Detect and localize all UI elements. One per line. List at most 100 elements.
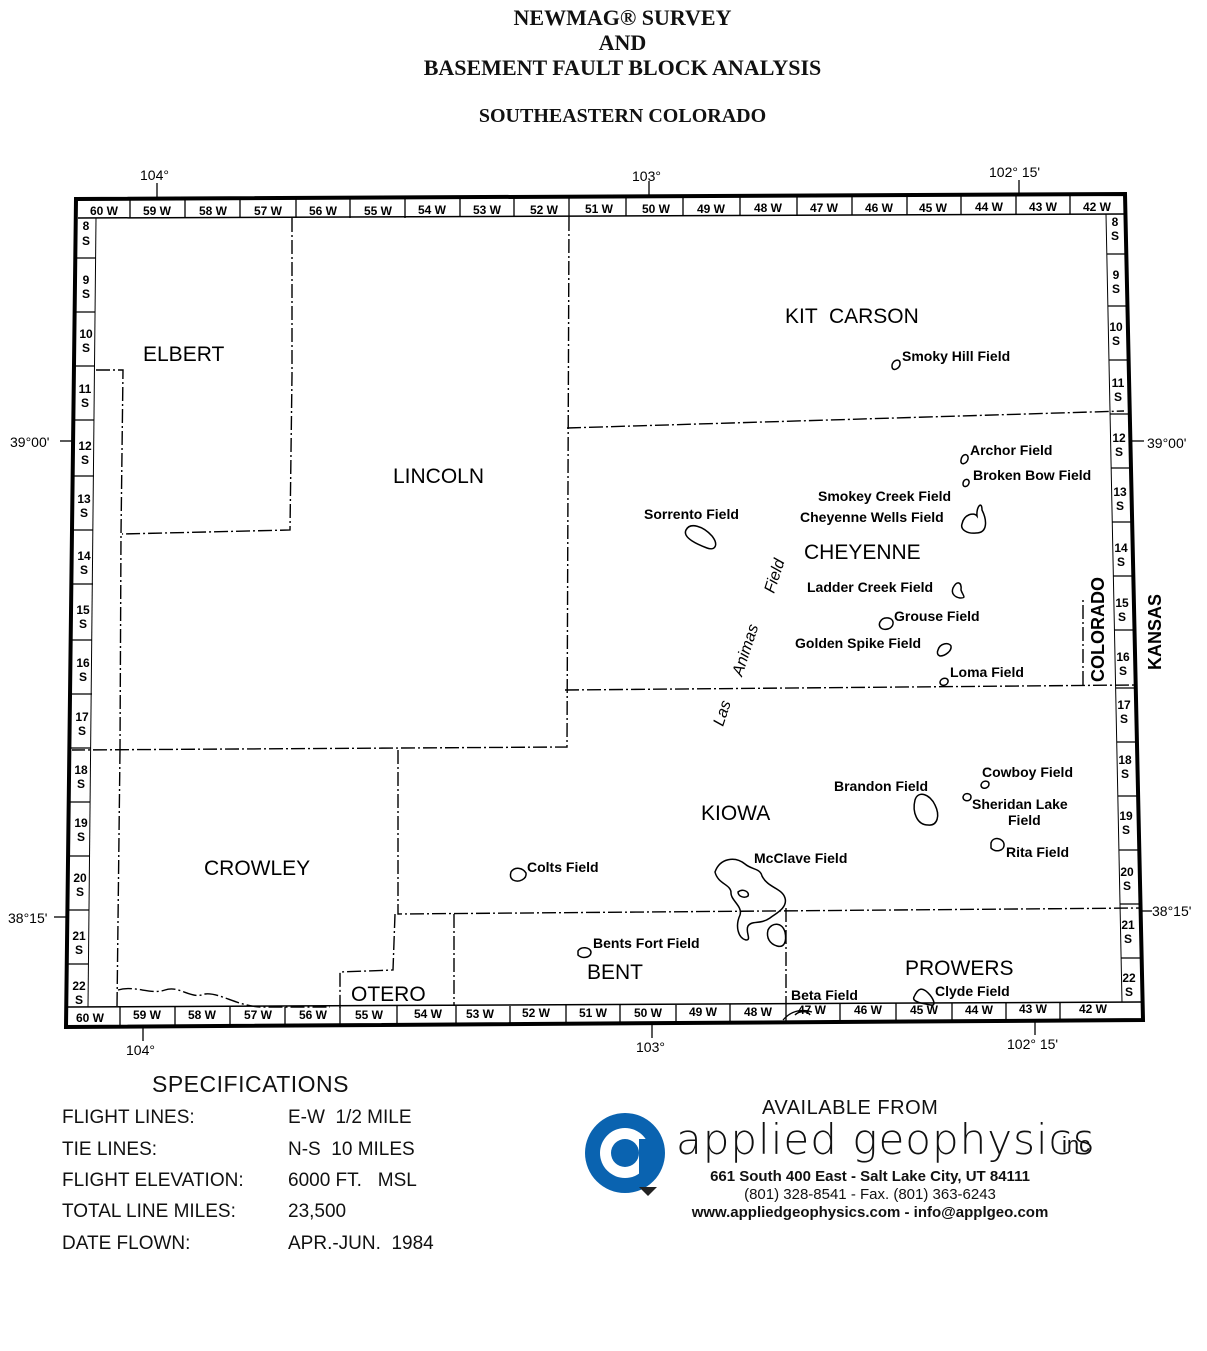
field-label-ladder-creek: Ladder Creek Field: [807, 579, 933, 595]
top-range-label: 55 W: [364, 204, 393, 218]
latitude-label-39-right: 39°00': [1147, 435, 1186, 451]
township-number: 16: [1116, 650, 1130, 664]
township-number: 19: [74, 816, 88, 830]
township-suffix: S: [1112, 334, 1120, 348]
latitude-label-38-15-left: 38°15': [8, 910, 47, 926]
spec-value-tie-lines: N-S 10 MILES: [288, 1139, 415, 1160]
field-outline-brandon: [913, 793, 939, 826]
top-range-label: 44 W: [975, 200, 1004, 214]
township-suffix: S: [1120, 712, 1128, 726]
township-suffix: S: [81, 453, 89, 467]
township-number: 20: [1120, 865, 1134, 879]
bottom-range-label: 59 W: [133, 1008, 162, 1022]
map-subtitle: SOUTHEASTERN COLORADO: [478, 105, 767, 127]
top-range-label: 47 W: [810, 201, 839, 215]
top-range-label: 48 W: [754, 201, 783, 215]
spec-label-total-line-miles: TOTAL LINE MILES:: [62, 1201, 236, 1222]
vendor-web: www.appliedgeophysics.com - info@applgeo…: [691, 1204, 1049, 1221]
township-number: 17: [1117, 698, 1131, 712]
township-number: 15: [1115, 596, 1129, 610]
field-label-broken-bow: Broken Bow Field: [973, 467, 1091, 483]
top-range-label: 58 W: [199, 204, 228, 218]
crowley-west-boundary: [116, 749, 121, 1008]
field-label-cowboy: Cowboy Field: [982, 764, 1073, 780]
township-number: 8: [83, 219, 90, 233]
township-number: 16: [76, 656, 90, 670]
state-labels: COLORADO KANSAS: [1088, 577, 1165, 682]
top-range-label: 50 W: [642, 202, 671, 216]
county-labels: ELBERT LINCOLN KIT CARSON CHEYENNE KIOWA…: [143, 305, 1014, 1006]
right-township-strip-line: [1105, 213, 1123, 1003]
township-suffix: S: [1114, 390, 1122, 404]
township-suffix: S: [1125, 985, 1133, 999]
field-outline-mcclave: [714, 858, 787, 941]
field-outline-mcclave-south: [766, 923, 787, 948]
top-range-label: 49 W: [697, 202, 726, 216]
map-title-line1: NEWMAG® SURVEY: [513, 5, 732, 30]
field-outline-sorrento: [684, 525, 717, 550]
spec-value-flight-elevation: 6000 FT. MSL: [288, 1170, 417, 1191]
county-kit-carson: KIT CARSON: [785, 305, 919, 328]
spec-label-flight-lines: FLIGHT LINES:: [62, 1107, 195, 1128]
bottom-range-label: 51 W: [579, 1006, 608, 1020]
field-outline-cheyenne-wells: [960, 504, 987, 534]
township-number: 15: [76, 603, 90, 617]
field-outline-rita: [990, 837, 1005, 852]
boundary-curl: [782, 1009, 813, 1021]
bottom-range-label: 47 W: [798, 1003, 827, 1017]
township-number: 22: [1122, 971, 1136, 985]
longitude-label-104-bottom: 104°: [126, 1042, 155, 1058]
township-suffix: S: [1115, 445, 1123, 459]
field-label-cheyenne-wells: Cheyenne Wells Field: [800, 509, 944, 525]
las-animas-word3: Field: [762, 556, 789, 595]
township-suffix: S: [77, 777, 85, 791]
township-suffix: S: [1119, 664, 1127, 678]
township-suffix: S: [80, 506, 88, 520]
field-outline-golden-spike: [936, 642, 952, 657]
county-lincoln: LINCOLN: [393, 465, 484, 488]
left-township-ticks: [68, 257, 96, 965]
township-number: 8: [1112, 215, 1119, 229]
spec-label-tie-lines: TIE LINES:: [62, 1139, 158, 1160]
county-prowers: PROWERS: [905, 957, 1014, 980]
county-otero: OTERO: [351, 983, 426, 1006]
map-title-line3: BASEMENT FAULT BLOCK ANALYSIS: [423, 55, 822, 80]
top-range-label: 59 W: [143, 204, 172, 218]
field-outline-archor: [960, 453, 969, 465]
township-number: 14: [1114, 541, 1128, 555]
longitude-label-102-15-top: 102° 15': [989, 164, 1040, 180]
township-number: 18: [74, 763, 88, 777]
top-range-label: 60 W: [90, 204, 119, 218]
field-outline-clyde: [912, 988, 935, 1006]
graticule-ticks: [54, 180, 1152, 1041]
township-suffix: S: [1124, 932, 1132, 946]
bottom-range-label: 58 W: [188, 1008, 217, 1022]
township-suffix: S: [75, 993, 83, 1007]
field-outline-cowboy: [980, 780, 990, 789]
latitude-label-38-15-right: 38°15': [1152, 903, 1191, 919]
arkansas-river-boundary: [117, 987, 330, 1008]
township-suffix: S: [79, 617, 87, 631]
township-number: 21: [1121, 918, 1135, 932]
township-suffix: S: [82, 234, 90, 248]
bottom-range-label: 53 W: [466, 1007, 495, 1021]
township-suffix: S: [80, 563, 88, 577]
graticule-labels: 104° 103° 102° 15' 104° 103° 102° 15' 39…: [8, 164, 1191, 1058]
township-number: 18: [1118, 753, 1132, 767]
top-range-label: 54 W: [418, 203, 447, 217]
bottom-range-label: 44 W: [965, 1003, 994, 1017]
field-label-clyde: Clyde Field: [935, 983, 1010, 999]
township-number: 14: [77, 549, 91, 563]
field-label-archor: Archor Field: [970, 442, 1052, 458]
top-range-label: 46 W: [865, 201, 894, 215]
township-number: 21: [72, 929, 86, 943]
spec-value-flight-lines: E-W 1/2 MILE: [288, 1107, 412, 1128]
township-suffix: S: [1121, 767, 1129, 781]
field-outline-smoky-hill: [891, 359, 901, 371]
field-labels: Smoky Hill Field Archor Field Broken Bow…: [527, 348, 1091, 1003]
township-suffix: S: [82, 341, 90, 355]
township-suffix: S: [1123, 879, 1131, 893]
township-suffix: S: [78, 724, 86, 738]
field-label-smokey-creek: Smokey Creek Field: [818, 488, 951, 504]
field-label-beta: Beta Field: [791, 987, 858, 1003]
